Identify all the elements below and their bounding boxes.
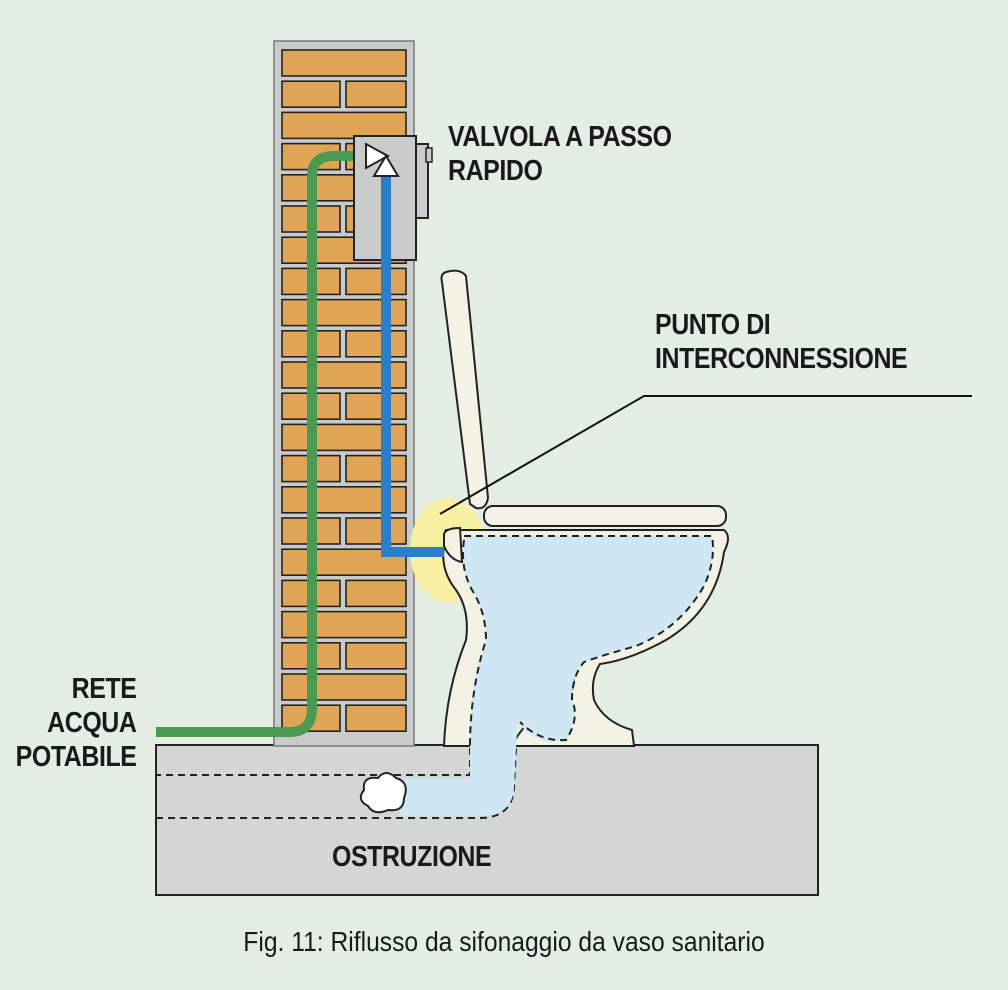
bowl-water [463, 536, 713, 748]
brick [281, 610, 407, 639]
brick [345, 454, 407, 483]
brick [345, 641, 407, 670]
brick [345, 392, 407, 421]
brick [281, 49, 407, 77]
interconnection-label-line-2: INTERCONNESSIONE [655, 343, 908, 375]
bowl-inner-line-left [462, 539, 488, 749]
brick [345, 517, 407, 545]
valve-triangle-vertical [372, 154, 400, 177]
valve-triangle-horizontal [365, 142, 391, 170]
brick [345, 267, 407, 296]
brick [345, 329, 407, 358]
bowl-rim [443, 526, 464, 564]
potable-water-pipe [156, 151, 370, 737]
figure-caption: Fig. 11: Riflusso da sifonaggio da vaso … [243, 926, 765, 957]
obstruction-blob [359, 772, 407, 814]
toilet-seat [483, 505, 727, 527]
brick [345, 704, 407, 733]
obstruction-label-text: OSTRUZIONE [332, 841, 492, 873]
brick [281, 673, 407, 701]
interconnection-label: PUNTO DI INTERCONNESSIONE [655, 308, 908, 376]
interconnection-label-line-1: PUNTO DI [655, 309, 771, 341]
valve-label-line-1: VALVOLA A PASSO [448, 121, 672, 153]
interconnection-leader [439, 395, 972, 515]
toilet-lid [440, 269, 490, 510]
brick-wall [273, 40, 415, 747]
flush-pipe [381, 172, 444, 557]
network-label-line-2: ACQUA [46, 707, 137, 739]
drain-water [400, 748, 516, 816]
valve-label-line-2: RAPIDO [448, 155, 543, 187]
brick [345, 80, 407, 108]
brick [345, 579, 407, 608]
network-label: RETE ACQUA POTABILE [15, 672, 136, 774]
brick [281, 111, 407, 140]
obstruction-label: OSTRUZIONE [332, 840, 492, 874]
drain-pipe [156, 747, 517, 819]
brick [281, 80, 341, 108]
valve-label: VALVOLA A PASSO RAPIDO [448, 120, 672, 188]
network-label-line-3: POTABILE [15, 741, 136, 773]
network-label-line-1: RETE [71, 673, 136, 705]
bowl-inner-line [464, 535, 714, 742]
